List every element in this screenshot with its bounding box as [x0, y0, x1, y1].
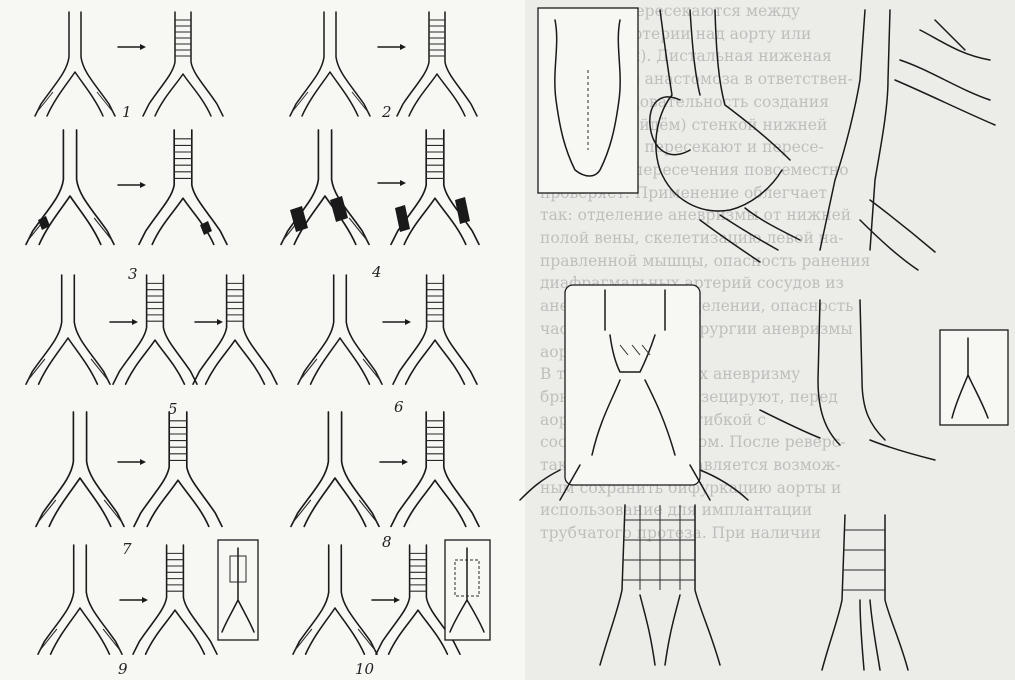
scheme-1-arrow: [118, 44, 146, 50]
scheme-7-arrow: [118, 459, 146, 465]
scheme-5-before: [26, 275, 110, 384]
scheme-2-arrow: [378, 44, 406, 50]
scheme-1-after: [143, 12, 223, 116]
graft-implantation-illustration: [760, 300, 1008, 460]
scheme-10-before: [293, 545, 377, 654]
opened-aneurysm-sac-illustration: [520, 285, 748, 500]
figure-label-7: 7: [122, 540, 132, 558]
scheme-5-middle: [113, 275, 197, 384]
scheme-5-after: [193, 275, 277, 384]
figure-label-3: 3: [128, 265, 138, 283]
scheme-6-before: [298, 275, 382, 384]
distal-anastomosis-illustration: [822, 515, 908, 670]
scheme-2-after: [397, 12, 477, 116]
scheme-9-arrow: [120, 597, 148, 603]
scheme-8-before: [291, 412, 379, 526]
figure-label-5: 5: [168, 400, 178, 418]
scheme-5-arrow-1: [110, 319, 138, 325]
figure-label-10: 10: [355, 660, 374, 678]
scheme-2-before: [290, 12, 370, 116]
aortic-clamping-illustration: [745, 10, 995, 270]
scheme-8-arrow: [380, 459, 408, 465]
scheme-6-arrow: [383, 319, 411, 325]
scheme-6-after: [393, 275, 477, 384]
scheme-3-before: [26, 130, 114, 244]
figure-label-1: 1: [122, 103, 132, 121]
aneurysm-clamps: [290, 196, 348, 232]
scheme-4-arrow: [378, 180, 406, 186]
scheme-7-before: [36, 412, 124, 526]
figure-label-4: 4: [372, 263, 382, 281]
bifurcation-graft-illustration: [600, 505, 720, 665]
figure-label-9: 9: [118, 660, 128, 678]
scheme-1-before: [35, 12, 115, 116]
scheme-9-before: [38, 545, 122, 654]
figure-label-2: 2: [382, 103, 392, 121]
scheme-4-before: [281, 130, 369, 244]
figure-label-6: 6: [394, 398, 404, 416]
scheme-5-arrow-2: [195, 319, 223, 325]
scheme-7-after: [134, 412, 222, 526]
scheme-3-after: [139, 130, 227, 244]
figure-label-8: 8: [382, 533, 392, 551]
scheme-10-arrow: [372, 597, 400, 603]
ligature-marks: [38, 216, 212, 235]
scheme-8-after: [391, 412, 479, 526]
scheme-3-arrow: [118, 182, 146, 188]
